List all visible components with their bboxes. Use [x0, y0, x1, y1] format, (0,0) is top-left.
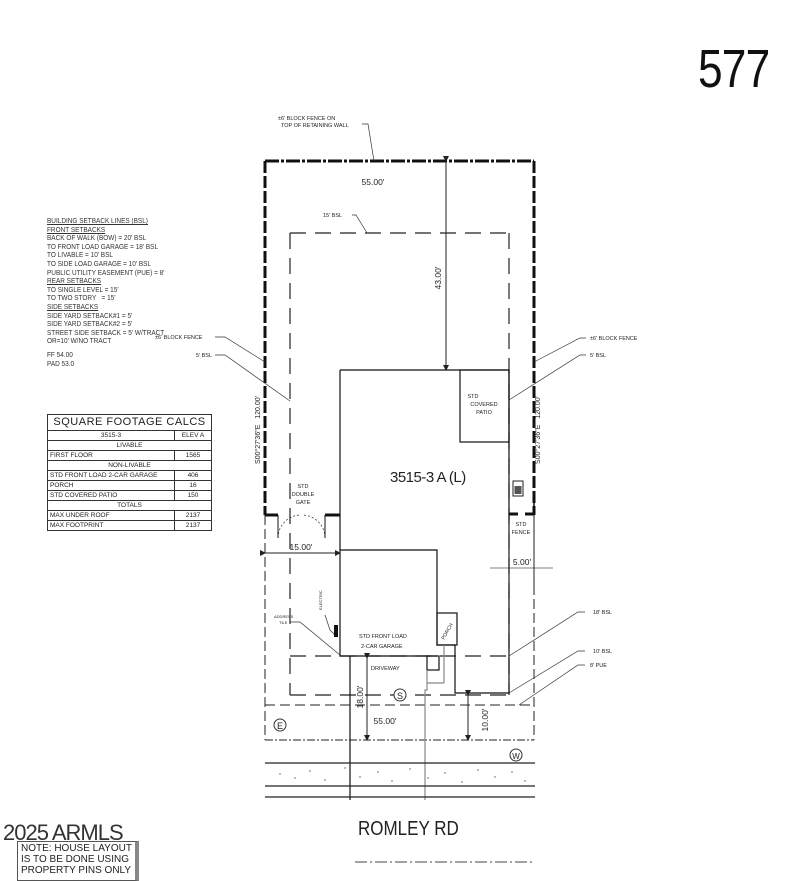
setback-notes: BUILDING SETBACK LINES (BSL) FRONT SETBA…	[47, 218, 164, 369]
rear-depth-label: 43.00'	[433, 266, 443, 289]
front-setback-item: BACK OF WALK (BOW) = 20' BSL	[47, 235, 147, 243]
rear-width-dimension: 55.00'	[362, 177, 385, 187]
patio-label: STD	[468, 394, 479, 400]
layout-note-box: NOTE: HOUSE LAYOUT IS TO BE DONE USING P…	[17, 841, 139, 881]
front-setback-item: TO FRONT LOAD GARAGE = 18' BSL	[47, 243, 159, 251]
std-fence-right	[509, 498, 535, 516]
side-setback-item: OR=10' W/NO TRACT	[47, 338, 112, 346]
pue-label: 8' PUE	[590, 663, 607, 669]
side-dimension-label: 5.00'	[513, 557, 532, 567]
svg-text:S: S	[397, 691, 403, 701]
electric-label: ELECTRIC	[318, 590, 323, 610]
front-setback-label: 10.00'	[480, 708, 490, 731]
rear-fence-label-2: TOP OF RETAINING WALL	[281, 123, 349, 129]
setback-envelope	[289, 232, 510, 696]
electric-meter-icon	[334, 625, 338, 637]
svg-text:PATIO: PATIO	[476, 410, 492, 416]
house-footprint	[339, 369, 510, 694]
gate-label: STD	[298, 484, 309, 490]
rear-bsl-label: 15' BSL	[323, 213, 342, 219]
walkway-edge	[424, 670, 428, 800]
front-setback-item: PUBLIC UTILITY EASEMENT (PUE) = 8'	[47, 269, 165, 277]
side-setback-item: SIDE YARD SETBACK#2 = 5'	[47, 321, 133, 329]
porch-label: PORCH	[441, 622, 455, 641]
svg-text:E: E	[277, 721, 283, 731]
armls-watermark: 2025 ARMLS	[3, 820, 124, 845]
water-marker-icon: W	[509, 748, 523, 762]
side-setback-item: STREET SIDE SETBACK = 5' W/TRACT	[47, 329, 165, 337]
left-fence-label: ±6' BLOCK FENCE	[155, 335, 203, 341]
front-setbacks-heading: FRONT SETBACKS	[47, 226, 106, 234]
finished-floor: FF 54.00	[47, 351, 73, 359]
rear-setback-item: TO TWO STORY = 15'	[47, 295, 116, 303]
left-bearing-label: S00°27'36"E 120.00'	[254, 396, 262, 464]
svg-text:GATE: GATE	[296, 500, 311, 506]
road-name: ROMLEY RD	[358, 818, 459, 840]
svg-text:2-CAR GARAGE: 2-CAR GARAGE	[361, 644, 403, 650]
sidewalk-hatch	[279, 767, 526, 783]
lot-boundary-fence	[263, 159, 536, 515]
house-plan-label: 3515-3 A (L)	[390, 469, 466, 486]
lot-number: 577	[698, 39, 770, 99]
garage-label: STD FRONT LOAD	[359, 634, 407, 640]
table-title: SQUARE FOOTAGE CALCS	[47, 414, 212, 431]
right-fence-label: ±6' BLOCK FENCE	[590, 336, 638, 342]
sewer-marker-icon: S	[393, 688, 407, 702]
electric-marker-icon: E	[273, 718, 287, 732]
front-setback-item: TO LIVABLE = 10' BSL	[47, 252, 113, 260]
std-fence-label: STD	[516, 522, 527, 528]
svg-text:DOUBLE: DOUBLE	[292, 492, 315, 498]
leader-lines	[215, 123, 586, 706]
gate-width-label: 15.00'	[290, 542, 313, 552]
front-width-label: 55.00'	[374, 716, 397, 726]
right-bsl-label: 5' BSL	[590, 353, 606, 359]
pad-elevation: PAD 53.0	[47, 360, 75, 368]
address-tile-label: ADDRESS	[274, 614, 294, 619]
svg-text:COVERED: COVERED	[470, 402, 497, 408]
bsl-10-label: 10' BSL	[593, 649, 612, 655]
rear-fence-label: ±6' BLOCK FENCE ON	[278, 116, 335, 122]
side-setbacks-heading: SIDE SETBACKS	[47, 303, 99, 311]
svg-text:W: W	[512, 752, 520, 761]
driveway-label: DRIVEWAY	[371, 666, 400, 672]
rear-setbacks-heading: REAR SETBACKS	[47, 278, 102, 286]
side-setback-item: SIDE YARD SETBACK#1 = 5'	[47, 312, 133, 320]
rear-setback-item: TO SINGLE LEVEL = 15'	[47, 286, 119, 294]
double-gate	[265, 513, 340, 539]
left-bsl-label: 5' BSL	[196, 353, 212, 359]
svg-text:FENCE: FENCE	[512, 530, 531, 536]
driveway-dim-label: 18.00'	[355, 685, 365, 708]
bsl-18-label: 18' BSL	[593, 610, 612, 616]
right-bearing-label: S00°27'36"E 120.00'	[534, 396, 542, 464]
notes-title: BUILDING SETBACK LINES (BSL)	[47, 218, 148, 225]
front-setback-item: TO SIDE LOAD GARAGE = 10' BSL	[47, 260, 152, 268]
sidewalk	[265, 762, 535, 798]
svg-text:TILE: TILE	[279, 620, 288, 625]
ac-unit-icon	[512, 480, 524, 497]
